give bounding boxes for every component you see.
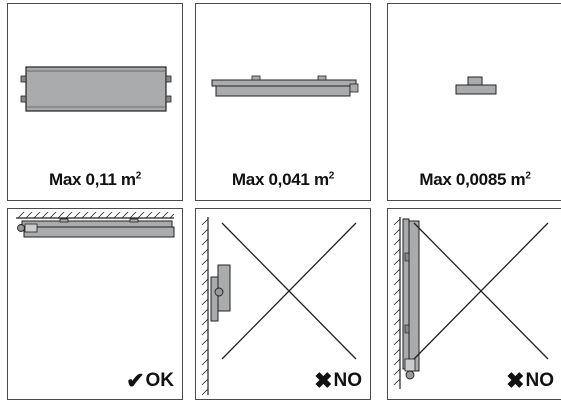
panel-wall-mount-horizontal-no: ✖NO (195, 208, 371, 400)
panel-max-area-small: Max 0,0085 m2 (387, 3, 561, 201)
ceiling-mount-drawing (16, 211, 175, 238)
panel-ceiling-mount-ok: ✔OK (7, 208, 183, 400)
cross-icon: ✖ (314, 368, 333, 393)
panel-wall-mount-vertical-no: ✖NO (387, 208, 561, 400)
device-end-view-drawing (455, 76, 497, 95)
max-area-label: Max 0,11 m2 (48, 170, 142, 189)
check-icon: ✔ (126, 368, 145, 393)
status-ok: ✔OK (126, 368, 174, 393)
panel-max-area-large: Max 0,11 m2 (7, 3, 183, 201)
status-no: ✖NO (506, 368, 554, 393)
status-no: ✖NO (314, 368, 362, 393)
device-top-view-drawing (20, 66, 172, 112)
wall-mount-drawing (201, 217, 357, 396)
panel-max-area-medium: Max 0,041 m2 (195, 3, 371, 201)
cross-icon: ✖ (506, 368, 525, 393)
max-area-label: Max 0,041 m2 (231, 170, 335, 189)
max-area-label: Max 0,0085 m2 (419, 170, 531, 189)
device-side-view-drawing (211, 75, 359, 97)
vertical-wall-mount-drawing (393, 217, 549, 389)
